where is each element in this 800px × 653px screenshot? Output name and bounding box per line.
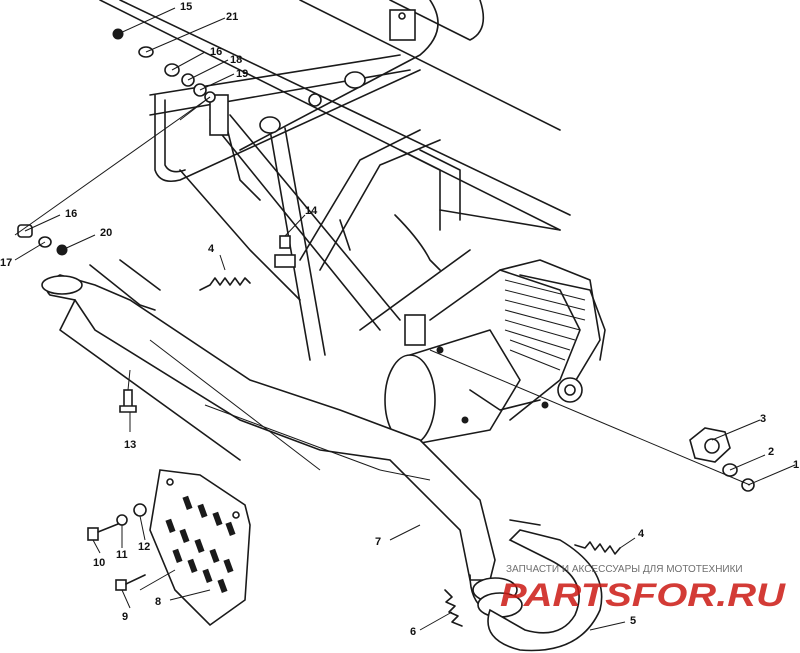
callout-4-upper: 4 bbox=[208, 243, 215, 255]
muffler-and-pipe bbox=[41, 259, 603, 652]
callout-4-lower: 4 bbox=[638, 528, 645, 540]
callout-21: 21 bbox=[226, 11, 238, 23]
watermark-brand: PARTSFOR.RU bbox=[500, 577, 786, 613]
callout-14: 14 bbox=[305, 205, 318, 217]
callout-20: 20 bbox=[100, 227, 112, 239]
callout-11: 11 bbox=[116, 549, 128, 561]
callout-19: 19 bbox=[236, 68, 248, 80]
watermark: ЗАПЧАСТИ И АКСЕССУАРЫ ДЛЯ МОТОТЕХНИКИ PA… bbox=[500, 564, 786, 613]
callout-17: 17 bbox=[0, 257, 12, 269]
callout-1: 1 bbox=[793, 459, 799, 471]
callout-12: 12 bbox=[138, 541, 150, 553]
vehicle-frame bbox=[99, 0, 571, 361]
callout-6: 6 bbox=[410, 626, 416, 638]
callout-15: 15 bbox=[180, 1, 192, 13]
callout-3: 3 bbox=[760, 413, 766, 425]
callout-9: 9 bbox=[122, 611, 128, 623]
callout-18: 18 bbox=[230, 54, 242, 66]
heat-shield bbox=[149, 469, 251, 627]
callout-8: 8 bbox=[155, 596, 161, 608]
callout-numbers: 1 2 3 4 4 5 6 7 8 9 10 11 12 13 14 15 16… bbox=[0, 1, 799, 638]
callout-13: 13 bbox=[124, 439, 136, 451]
callout-leaders bbox=[14, 7, 796, 631]
callout-16-upper: 16 bbox=[210, 46, 222, 58]
callout-5: 5 bbox=[630, 615, 636, 627]
callout-10: 10 bbox=[93, 557, 105, 569]
callout-16-lower: 16 bbox=[65, 208, 77, 220]
watermark-tagline: ЗАПЧАСТИ И АКСЕССУАРЫ ДЛЯ МОТОТЕХНИКИ bbox=[506, 564, 743, 575]
callout-2: 2 bbox=[768, 446, 774, 458]
engine-block bbox=[384, 259, 606, 446]
callout-7: 7 bbox=[375, 536, 381, 548]
